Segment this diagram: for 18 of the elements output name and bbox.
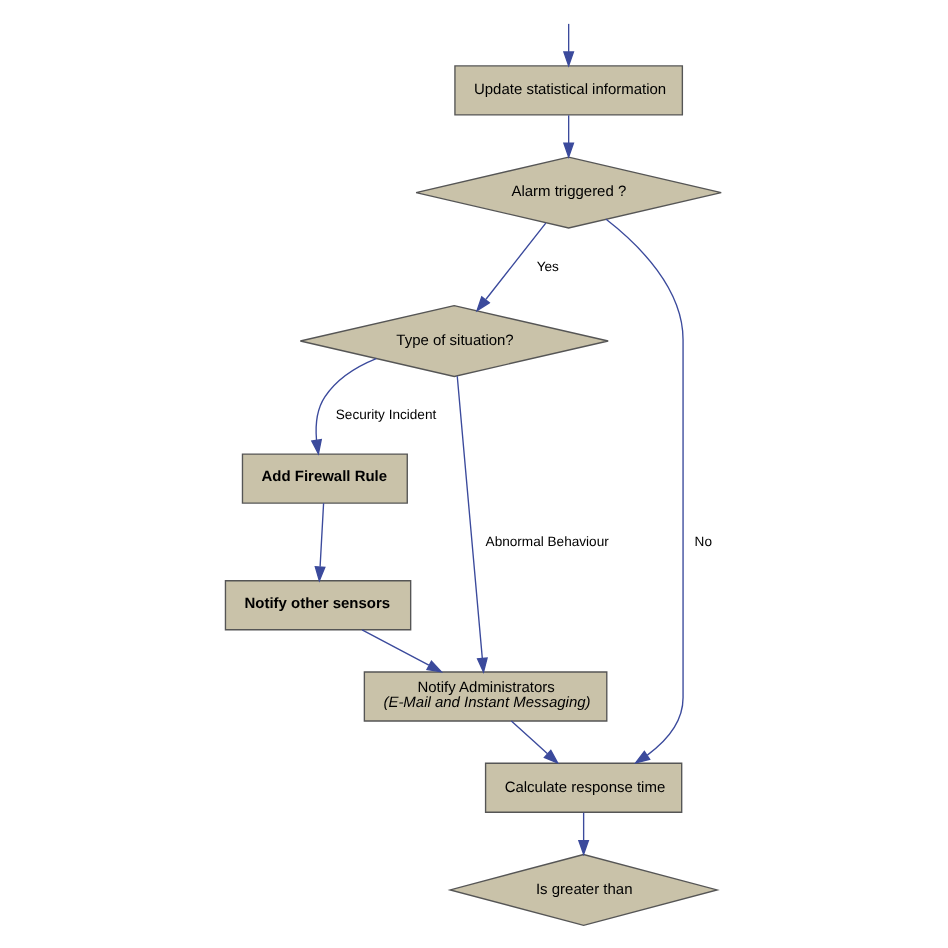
arrow: [314, 502, 326, 583]
arrow: [510, 720, 560, 765]
node-diamond: Is greater than: [447, 853, 720, 926]
node-box: Update statistical information: [454, 65, 684, 116]
node-diamond: Type of situation?: [299, 304, 609, 378]
arrow: [577, 812, 590, 857]
arrow: [361, 629, 444, 673]
arrow: [605, 218, 684, 765]
node-diamond: Alarm triggered ?: [415, 156, 722, 229]
node-box: Notify other sensors: [224, 580, 412, 631]
arrow: [456, 375, 488, 674]
arrow: [562, 23, 575, 68]
node-box: Calculate response time: [484, 762, 683, 813]
arrow: [310, 357, 377, 456]
node-box: Notify Administrators (E-Mail and Instant Messaging): [363, 671, 608, 722]
node-box: Add Firewall Rule: [241, 453, 408, 504]
arrow: [562, 114, 575, 159]
arrow: [475, 222, 547, 313]
